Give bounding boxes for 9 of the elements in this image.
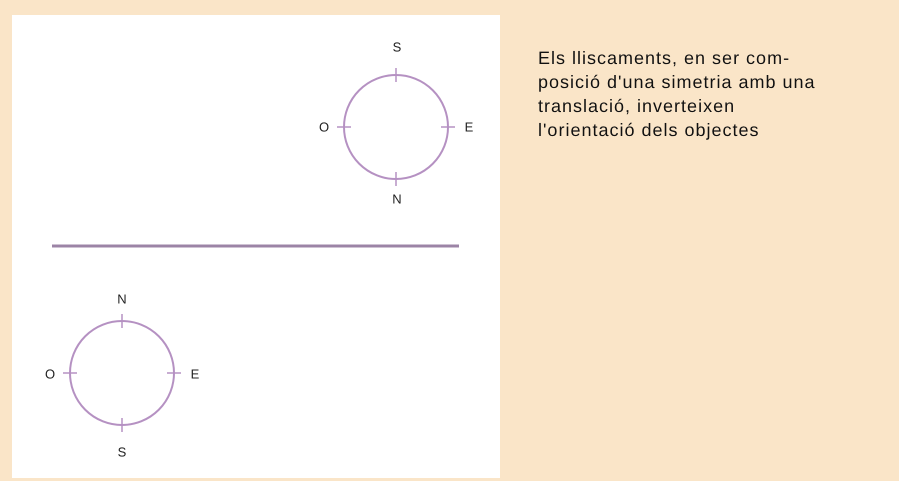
compass-direction-label: N <box>117 292 127 306</box>
compass-direction-label: E <box>464 120 474 134</box>
compass-direction-label: S <box>392 40 402 54</box>
compass-direction-label: S <box>118 446 126 458</box>
compass-direction-label: O <box>44 368 56 380</box>
description-paragraph: Els lliscaments, en ser com- posició d'una simetria amb una translació, inverteixen l'orientació dels objectes <box>538 47 817 142</box>
compass-direction-label: N <box>392 192 402 206</box>
compass-direction-label: E <box>190 368 200 380</box>
compass-direction-label: O <box>318 120 330 134</box>
